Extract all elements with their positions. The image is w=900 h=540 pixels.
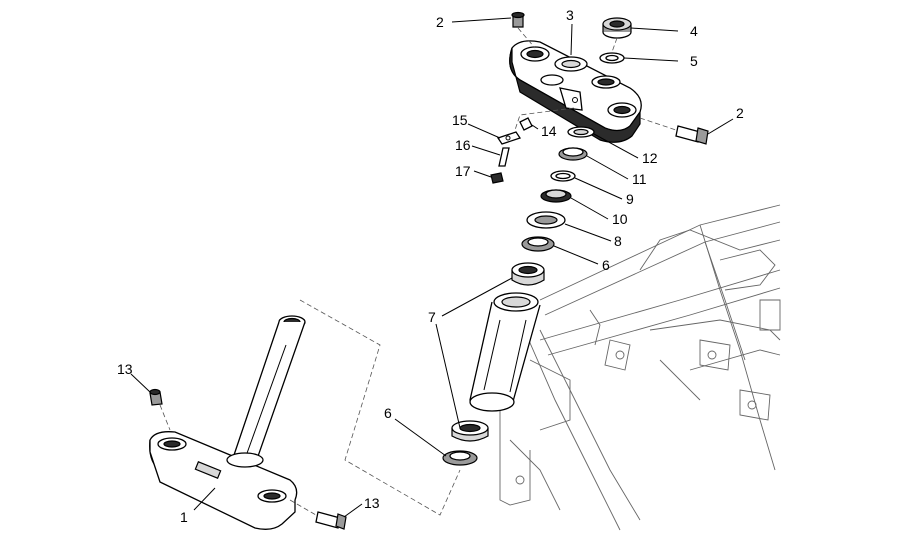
bearing-race-7-lower	[451, 420, 489, 442]
callout-12: 12	[642, 150, 658, 166]
bearing-6-upper	[521, 236, 555, 252]
bolt-2-upper	[511, 11, 525, 28]
callout-5: 5	[690, 53, 698, 69]
leader-lines	[130, 17, 734, 518]
callout-6-upper: 6	[602, 257, 610, 273]
ring-12	[567, 126, 595, 138]
steering-stem	[149, 315, 306, 530]
nut-4	[602, 17, 632, 39]
callout-labels: 1 2 2 3 4 5 6 6 7 8 9 10 11 12 13 13 14 …	[117, 7, 744, 525]
ring-nut-11	[558, 147, 588, 161]
washer-5	[599, 52, 625, 64]
upper-triple-clamp	[509, 40, 642, 143]
dust-seal-8	[526, 211, 566, 229]
bolt-13-lower	[315, 511, 347, 530]
callout-15: 15	[452, 112, 468, 128]
callout-13-upper: 13	[117, 361, 133, 377]
callout-16: 16	[455, 137, 471, 153]
callout-7: 7	[428, 309, 436, 325]
ring-nut-10	[540, 189, 572, 203]
washer-9	[550, 170, 576, 182]
bearing-race-7-upper	[511, 262, 545, 286]
bracket-15	[496, 131, 522, 145]
callout-6-lower: 6	[384, 405, 392, 421]
callout-9: 9	[626, 191, 634, 207]
head-tube	[469, 292, 541, 412]
callout-3: 3	[566, 7, 574, 23]
callout-4: 4	[690, 23, 698, 39]
callout-1: 1	[180, 509, 188, 525]
bolt-2-right	[675, 125, 709, 145]
bearing-6-lower	[442, 450, 478, 466]
callout-2-right: 2	[736, 105, 744, 121]
clip-14	[519, 117, 533, 131]
bolt-13-upper	[149, 388, 163, 406]
callout-14: 14	[541, 123, 557, 139]
callout-13-lower: 13	[364, 495, 380, 511]
callout-8: 8	[614, 233, 622, 249]
callout-17: 17	[455, 163, 471, 179]
callout-2-top: 2	[436, 14, 444, 30]
motorcycle-frame	[499, 204, 781, 531]
pin-16	[498, 147, 510, 167]
assembly-guide-lines	[159, 27, 677, 516]
callout-11: 11	[632, 171, 647, 187]
nut-17	[490, 172, 504, 184]
callout-10: 10	[612, 211, 628, 227]
